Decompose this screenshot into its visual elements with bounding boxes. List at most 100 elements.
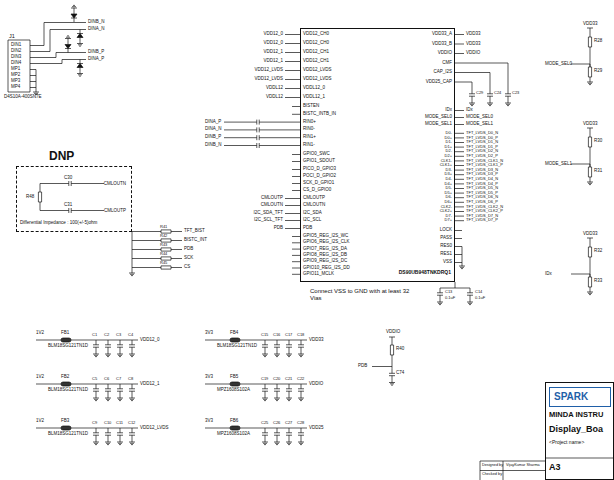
schematic-label: TFT_LVDS_D1_N xyxy=(466,140,498,144)
resistor-symbol xyxy=(588,164,591,180)
schematic-label: Checked by xyxy=(482,473,502,477)
schematic-label: D0- xyxy=(446,131,452,135)
capacitor-symbol xyxy=(117,340,123,352)
capacitor-symbol xyxy=(64,208,76,213)
schematic-label: BLM18SG121TN1D xyxy=(48,388,88,393)
schematic-label: PDB xyxy=(184,247,193,252)
schematic-label: GPIO10_REG_I2S_DD xyxy=(303,266,350,271)
schematic-label: RIN0- xyxy=(303,127,315,132)
schematic-label: R42 xyxy=(160,234,167,238)
schematic-label: FB3 xyxy=(61,419,69,424)
wire xyxy=(40,184,104,211)
supply-symbol xyxy=(389,337,395,340)
schematic-label: R40 xyxy=(396,347,404,352)
ground-symbol xyxy=(587,180,593,185)
region-heading: DNP xyxy=(49,150,74,162)
schematic-label: CMLOUTN xyxy=(303,203,325,208)
wire xyxy=(571,131,590,172)
schematic-label: C14 xyxy=(475,290,482,294)
schematic-label: C27 xyxy=(285,421,292,425)
ground-symbol xyxy=(77,72,83,77)
schematic-label: VDD12_1 xyxy=(140,382,160,387)
ground-symbol xyxy=(389,381,395,386)
schematic-label: DINA_P xyxy=(88,57,104,62)
logo-text: SPARK xyxy=(554,392,588,402)
schematic-label: C26 xyxy=(273,421,280,425)
ground-symbol xyxy=(298,440,304,445)
schematic-label: Connect VSS to GND with at least 32 Vias xyxy=(310,288,410,302)
schematic-label: CLK2+ xyxy=(440,209,452,213)
schematic-label: C21 xyxy=(285,377,292,381)
schematic-label: C1 xyxy=(92,333,97,337)
capacitor-symbol xyxy=(487,89,493,101)
schematic-label: VDDIO xyxy=(438,51,452,56)
schematic-label: VDD12_LVDS xyxy=(255,68,283,73)
schematic-label: TFT_LVDS_D6_P xyxy=(466,200,498,204)
capacitor-symbol xyxy=(298,428,304,440)
ground-symbol xyxy=(262,352,268,357)
schematic-label: GPIO9_REG_I2S_DC xyxy=(303,259,347,264)
schematic-label: C16 xyxy=(273,333,280,337)
schematic-label: BLM18SG121TN1D xyxy=(48,344,88,349)
dnp-region: DNPDifferential Impedance : 100(+/-5)ohm xyxy=(16,166,132,232)
schematic-label: VDD33_B xyxy=(432,42,452,47)
schematic-label: DIN2 xyxy=(11,49,21,54)
schematic-label: J1 xyxy=(9,34,15,40)
schematic-label: 1V2 xyxy=(36,331,44,336)
capacitor-symbol xyxy=(105,428,111,440)
capacitor-symbol xyxy=(274,340,280,352)
ground-symbol xyxy=(105,396,111,401)
schematic-label: 3V3 xyxy=(205,331,213,336)
schematic-label: TFT_LVDS_D6_N xyxy=(466,195,498,199)
schematic-label: C18 xyxy=(297,333,304,337)
ground-symbol xyxy=(286,352,292,357)
schematic-label: VDD25 xyxy=(309,426,324,431)
capacitor-symbol xyxy=(105,384,111,396)
pin-stub xyxy=(292,107,300,191)
schematic-label: D5+ xyxy=(445,191,452,195)
ferrite-bead xyxy=(56,338,76,342)
schematic-label: 0.1uF xyxy=(475,296,485,300)
schematic-label: CMLOUTP xyxy=(303,196,325,201)
schematic-label: D6- xyxy=(446,195,452,199)
schematic-label: DINB_P xyxy=(205,135,221,140)
schematic-label: VDDL12_0 xyxy=(303,86,325,91)
schematic-label: VDD33_A xyxy=(432,32,452,37)
ground-symbol xyxy=(262,396,268,401)
wire xyxy=(455,231,462,265)
ground-symbol xyxy=(286,396,292,401)
schematic-label: PDB xyxy=(358,364,367,369)
schematic-label: TFT_LVDS_D5_P xyxy=(466,191,498,195)
schematic-label: C6 xyxy=(104,377,109,381)
wire xyxy=(30,23,86,64)
schematic-label: VDD12_1 xyxy=(263,50,283,55)
ground-symbol xyxy=(77,42,83,47)
ground-symbol xyxy=(469,101,475,106)
schematic-label: PASS xyxy=(440,236,452,241)
schematic-label: CS_D_GPIO0 xyxy=(303,188,331,193)
schematic-label: TFT_LVDS_D2_P xyxy=(466,154,498,158)
schematic-label: GPIO7_REG_I2S_DA xyxy=(303,247,347,252)
ground-symbol xyxy=(274,396,280,401)
schematic-label: TFT_LVDS_CLK1_N xyxy=(466,159,503,163)
schematic-label: C5 xyxy=(92,377,97,381)
capacitor-symbol xyxy=(117,428,123,440)
schematic-label: C74 xyxy=(396,371,404,376)
schematic-label: DINA_N xyxy=(205,127,222,132)
title-block: MINDA INSTRUDisplay_Boa<Project name>A3S… xyxy=(545,382,614,480)
schematic-label: IDx xyxy=(466,108,473,113)
wire xyxy=(224,122,300,145)
schematic-label: C10 xyxy=(104,421,111,425)
schematic-label: C3 xyxy=(116,333,121,337)
capacitor-symbol xyxy=(252,120,264,125)
schematic-label: CMLOUTN xyxy=(261,203,283,208)
schematic-label: D3- xyxy=(446,168,452,172)
wire xyxy=(36,428,138,429)
ground-symbol xyxy=(117,352,123,357)
schematic-label: FB1 xyxy=(61,331,69,336)
schematic-label: FB4 xyxy=(230,331,238,336)
schematic-label: C7 xyxy=(116,377,121,381)
wire xyxy=(372,340,392,369)
wire xyxy=(571,241,590,282)
note-text: Differential Impedance : 100(+/-5)ohm xyxy=(20,221,97,226)
